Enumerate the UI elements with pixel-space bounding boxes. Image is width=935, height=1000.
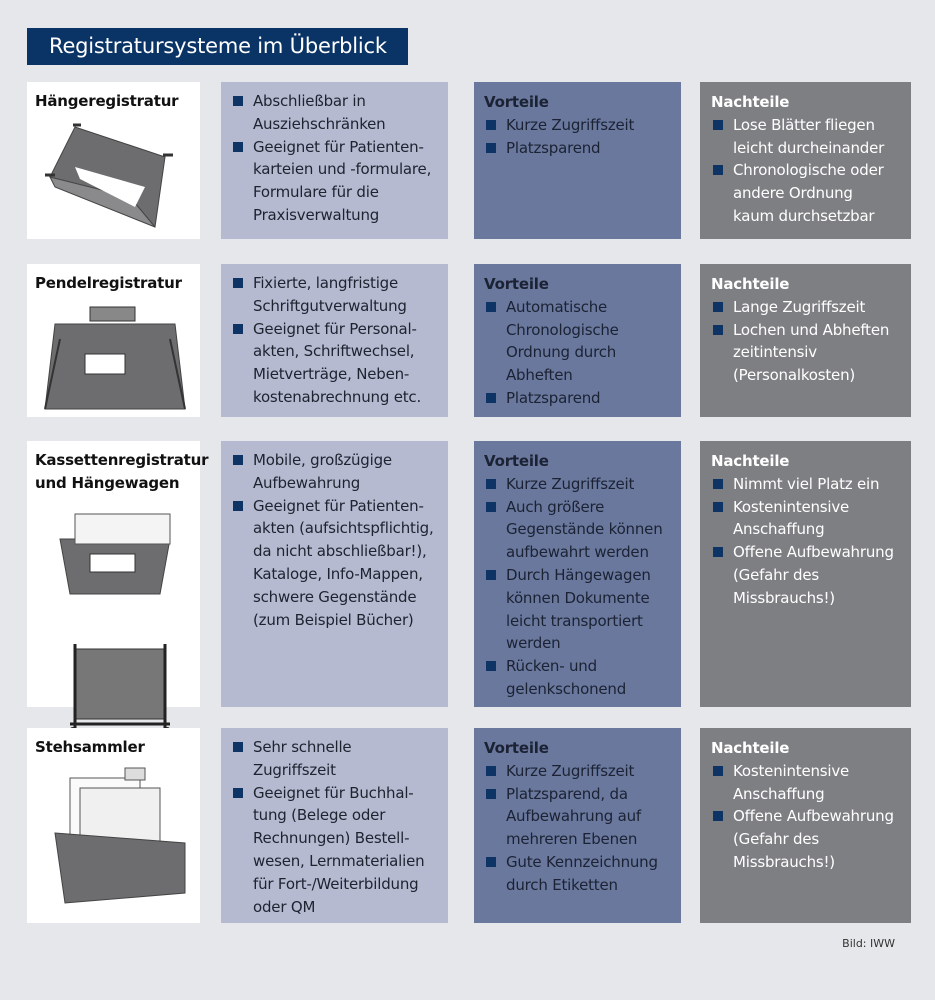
list-item: Kostenintensive Anschaffung xyxy=(711,760,905,806)
pros-list: Automatische Chronologische Ordnung durc… xyxy=(484,296,675,410)
cons-list: Lose Blätter fliegen leicht durcheinande… xyxy=(711,114,905,228)
pros-heading: Vorteile xyxy=(484,739,549,757)
list-item: Geeignet für Personal- akten, Schriftwec… xyxy=(231,318,442,409)
system-name: Hängeregistratur xyxy=(35,92,179,110)
cons-heading: Nachteile xyxy=(711,739,790,757)
list-item: Nimmt viel Platz ein xyxy=(711,473,905,496)
list-item: Lange Zugriffszeit xyxy=(711,296,905,319)
registry-row: Kassettenregistratur und Hängewagen Mobil… xyxy=(0,441,935,735)
list-item: Lose Blätter fliegen leicht durcheinande… xyxy=(711,114,905,160)
system-name: Pendelregistratur xyxy=(35,274,182,292)
list-item: Platzsparend xyxy=(484,387,675,410)
list-item: Kurze Zugriffszeit xyxy=(484,114,675,137)
list-item: Platzsparend, da Aufbewahrung auf mehrer… xyxy=(484,783,675,851)
cons-heading: Nachteile xyxy=(711,452,790,470)
list-item: Lochen und Abheften zeitintensiv (Person… xyxy=(711,319,905,387)
list-item: Offene Aufbewahrung (Gefahr des Missbrau… xyxy=(711,541,905,609)
pros-heading: Vorteile xyxy=(484,452,549,470)
list-item: Mobile, großzügige Aufbewahrung xyxy=(231,449,442,495)
cassette-and-trolley-image xyxy=(27,495,200,746)
pendulum-folder-image xyxy=(27,295,200,426)
list-item: Auch größere Gegenstände können aufbewah… xyxy=(484,496,675,564)
list-item: Platzsparend xyxy=(484,137,675,160)
list-item: Sehr schnelle Zugriffszeit xyxy=(231,736,442,782)
pros-heading: Vorteile xyxy=(484,93,549,111)
system-cell: Stehsammler xyxy=(27,728,200,923)
list-item: Fixierte, langfristige Schriftgutverwalt… xyxy=(231,272,442,318)
system-name: Kassettenregistratur und Hängewagen xyxy=(35,451,209,492)
list-item: Automatische Chronologische Ordnung durc… xyxy=(484,296,675,387)
registry-row: Pendelregistratur Fixierte, langfristige … xyxy=(0,264,935,417)
image-credit: Bild: IWW xyxy=(842,937,895,950)
system-cell: Pendelregistratur xyxy=(27,264,200,417)
hanging-folder-image xyxy=(27,113,200,244)
list-item: Abschließbar in Ausziehschränken xyxy=(231,90,442,136)
cons-heading: Nachteile xyxy=(711,275,790,293)
page-title: Registratursysteme im Überblick xyxy=(27,28,408,65)
registry-row: Hängeregistratur Abschließbar in Ausziehs… xyxy=(0,82,935,239)
magazine-file-image xyxy=(27,759,200,920)
list-item: Kostenintensive Anschaffung xyxy=(711,496,905,542)
pros-heading: Vorteile xyxy=(484,275,549,293)
system-cell: Hängeregistratur xyxy=(27,82,200,239)
system-cell: Kassettenregistratur und Hängewagen xyxy=(27,441,209,735)
list-item: Kurze Zugriffszeit xyxy=(484,473,675,496)
list-item: Durch Hängewagen können Dokumente leicht… xyxy=(484,564,675,655)
list-item: Rücken- und gelenkschonend xyxy=(484,655,675,701)
features-list: Fixierte, langfristige Schriftgutverwalt… xyxy=(231,272,442,409)
list-item: Kurze Zugriffszeit xyxy=(484,760,675,783)
list-item: Geeignet für Buchhal- tung (Belege oder … xyxy=(231,782,442,919)
list-item: Offene Aufbewahrung (Gefahr des Missbrau… xyxy=(711,805,905,873)
list-item: Chronologische oder andere Ordnung kaum … xyxy=(711,159,905,227)
list-item: Geeignet für Patienten- karteien und -fo… xyxy=(231,136,442,227)
cons-heading: Nachteile xyxy=(711,93,790,111)
system-name: Stehsammler xyxy=(35,738,145,756)
features-cell: Fixierte, langfristige Schriftgutverwalt… xyxy=(221,264,448,417)
list-item: Geeignet für Patienten- akten (aufsichts… xyxy=(231,495,442,632)
list-item: Gute Kennzeichnung durch Etiketten xyxy=(484,851,675,897)
